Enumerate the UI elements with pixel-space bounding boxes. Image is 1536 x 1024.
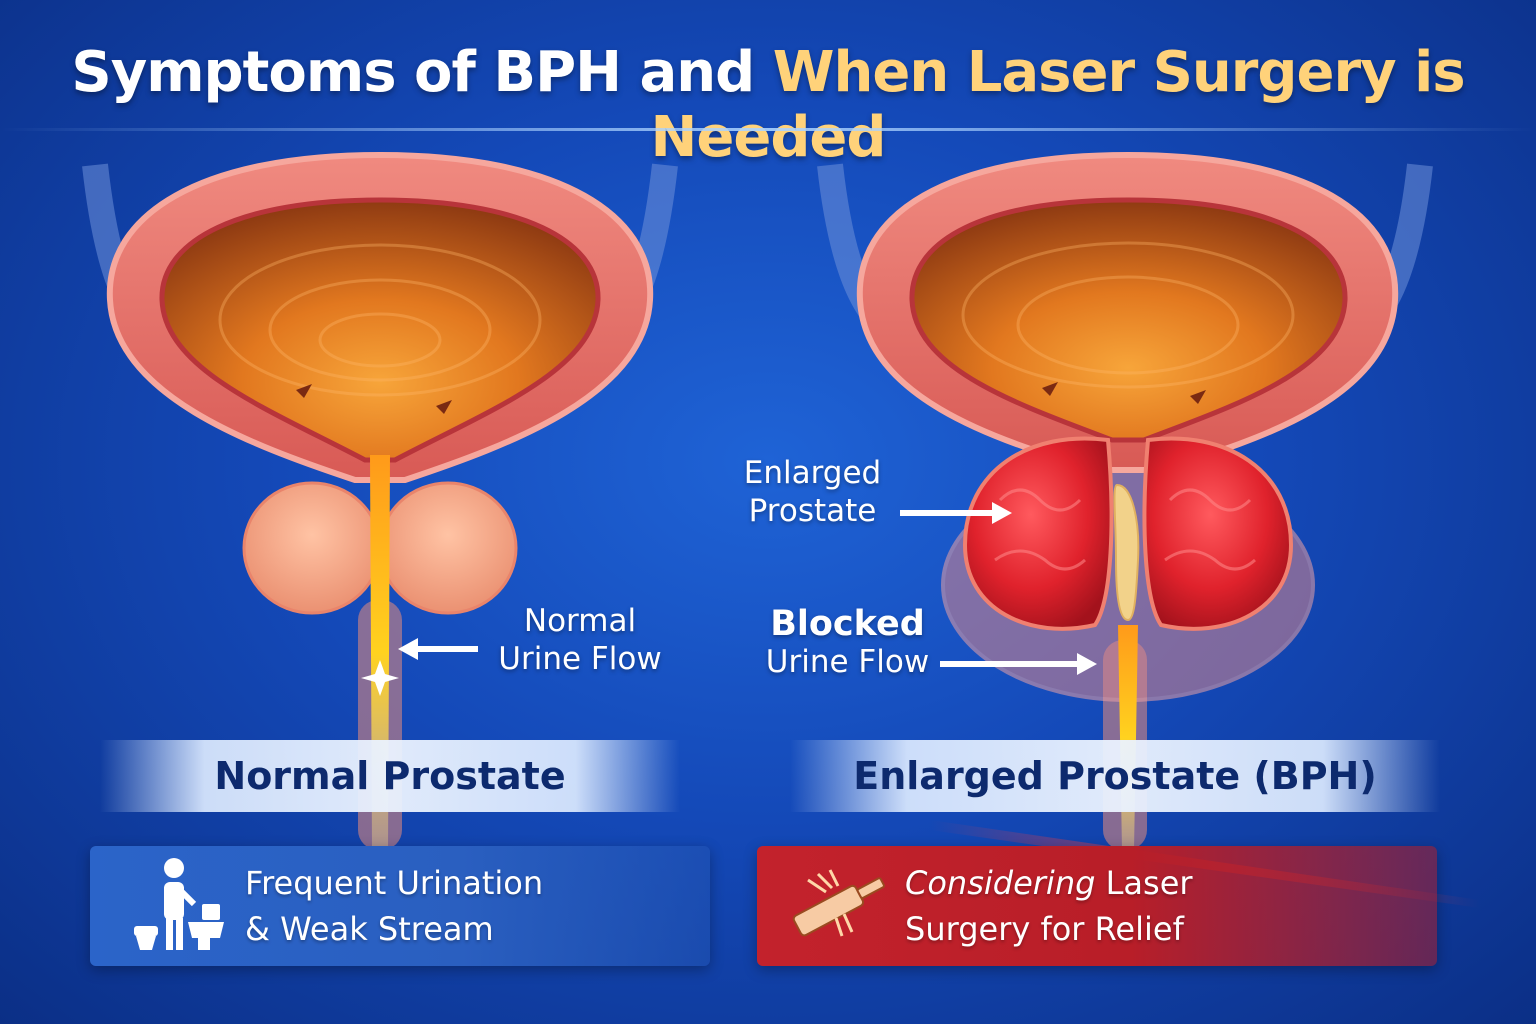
enlarged-prostate-label: Enlarged Prostate [730, 454, 895, 530]
symptom-box [90, 846, 710, 966]
normal-flow-label: Normal Urine Flow [490, 602, 670, 678]
ureteral-opening [1190, 390, 1206, 404]
ureteral-opening [436, 400, 452, 414]
ureteral-opening [1042, 382, 1058, 396]
enlarged-prostate-label-line1: Enlarged [743, 455, 882, 491]
treatment-line2: Surgery for Relief [905, 910, 1184, 948]
enlarged-prostate-right-lobe [1142, 436, 1294, 631]
normal-flow-label-line1: Normal [523, 603, 637, 639]
normal-prostate-heading: Normal Prostate [214, 754, 566, 798]
prostate-right-lobe [378, 481, 518, 615]
compressed-urethra [1113, 483, 1140, 622]
normal-flow-label-line2: Urine Flow [498, 641, 662, 677]
blocked-arrow-head [1077, 653, 1097, 675]
enlarged-prostate-band [790, 740, 1440, 812]
treatment-line1-italic: Considering [905, 864, 1096, 902]
symptom-line2: & Weak Stream [245, 910, 494, 948]
enlarged-prostate-label-line2: Prostate [748, 493, 877, 529]
bladder-interior [909, 197, 1348, 443]
blocked-flow-label: Blocked Urine Flow [755, 605, 940, 681]
prostate-left-lobe [242, 481, 382, 615]
normal-flow-arrow-head [398, 638, 418, 660]
title-divider [0, 128, 1536, 131]
blocked-flow-label-line1: Blocked [770, 604, 925, 644]
treatment-line1: Considering Laser [905, 860, 1425, 906]
ureteral-opening [296, 384, 312, 398]
enlarged-prostate-heading: Enlarged Prostate (BPH) [853, 754, 1377, 798]
page-title: Symptoms of BPH and When Laser Surgery i… [0, 40, 1536, 170]
enlarged-prostate-left-lobe [962, 436, 1114, 631]
symptom-text: Frequent Urination & Weak Stream [245, 860, 695, 952]
enlarged-arrow-head [992, 502, 1012, 524]
laser-device-icon [792, 869, 885, 937]
title-part-white: Symptoms of BPH and [71, 40, 773, 105]
enlarged-anatomy [817, 151, 1433, 850]
blocked-flow-label-line2: Urine Flow [765, 644, 930, 680]
normal-prostate-band [100, 740, 680, 812]
toilet-person-icon [134, 858, 224, 950]
treatment-line1-rest: Laser [1095, 864, 1193, 902]
treatment-text: Considering Laser Surgery for Relief [905, 860, 1425, 952]
flow-sparkle [361, 660, 399, 696]
symptom-line1: Frequent Urination [245, 864, 544, 902]
treatment-box [757, 846, 1437, 966]
title-part-highlight: When Laser Surgery is Needed [650, 40, 1466, 170]
